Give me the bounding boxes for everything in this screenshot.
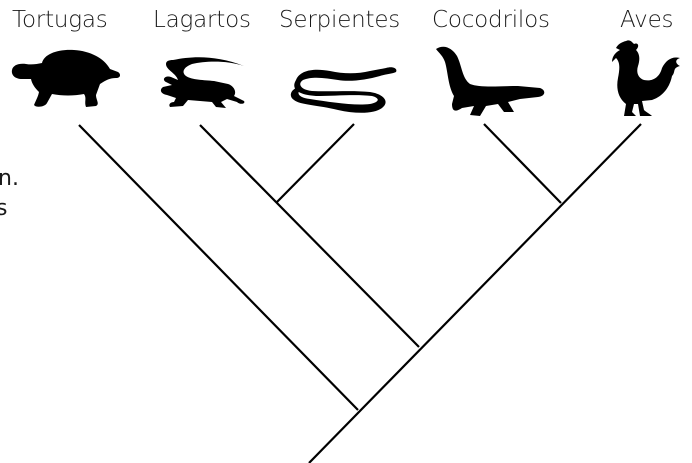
branch-birds-stem bbox=[308, 123, 642, 463]
label-snakes: Serpientes bbox=[279, 7, 401, 33]
turtle-icon bbox=[11, 49, 121, 107]
branch-crocodiles bbox=[483, 123, 562, 204]
cropped-text-fragment: s bbox=[0, 196, 8, 221]
branch-lizards bbox=[199, 124, 420, 348]
rooster-icon bbox=[612, 40, 680, 116]
branch-snakes bbox=[275, 123, 355, 204]
label-turtles: Tortugas bbox=[12, 7, 108, 33]
label-crocodiles: Cocodrilos bbox=[432, 7, 550, 33]
tree-branches bbox=[78, 123, 642, 463]
crocodile-icon bbox=[436, 46, 545, 116]
label-lizards: Lagartos bbox=[153, 7, 251, 33]
lizard-icon bbox=[160, 57, 245, 108]
label-birds: Aves bbox=[620, 7, 674, 33]
branch-turtles bbox=[78, 124, 359, 411]
cropped-text-fragment: n. bbox=[0, 166, 19, 191]
snake-icon bbox=[290, 67, 397, 113]
